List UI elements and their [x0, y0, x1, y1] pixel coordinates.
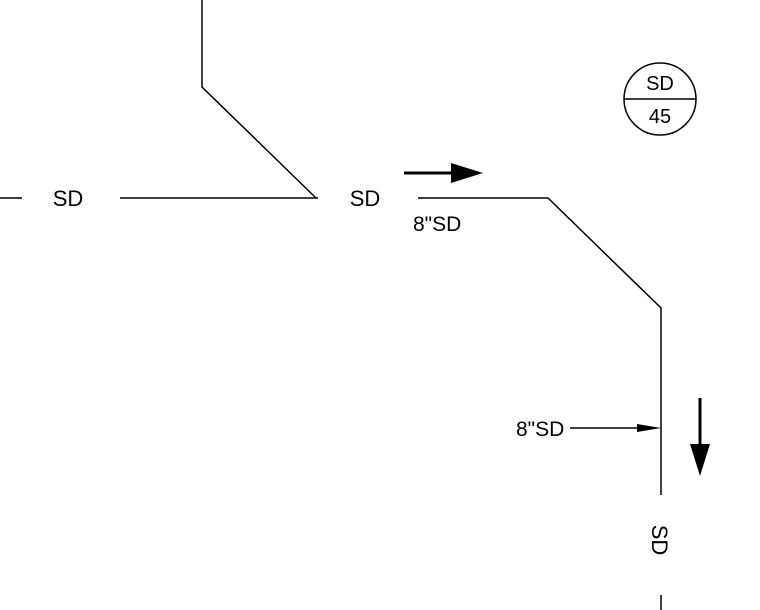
line-type-label-center: SD: [350, 186, 381, 211]
pipe-segment-right: [418, 197, 662, 495]
flow-arrow-right-icon: [404, 163, 483, 183]
pipe-segment-upper: [201, 0, 317, 199]
line-type-label-left: SD: [53, 186, 84, 211]
flow-arrow-down-icon: [690, 398, 710, 476]
line-type-label-vertical: SD: [647, 525, 672, 556]
leader-arrow-icon: [570, 424, 661, 432]
detail-tag-top: SD: [646, 73, 674, 95]
pipe-size-label-top: 8"SD: [413, 213, 461, 236]
detail-tag-bottom: 45: [649, 106, 671, 128]
pipe-size-label-right: 8"SD: [516, 418, 564, 441]
detail-callout-icon: SD 45: [623, 62, 697, 136]
